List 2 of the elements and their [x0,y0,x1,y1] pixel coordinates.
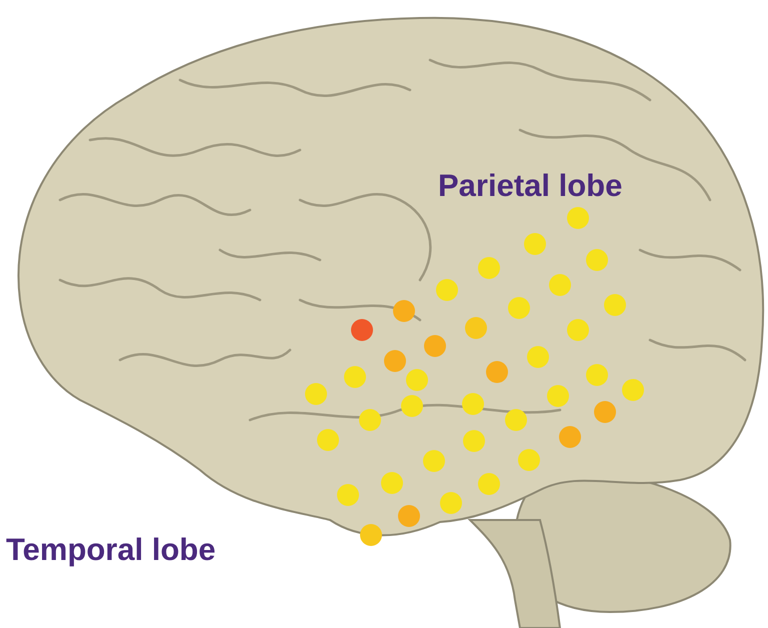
region-label: Temporal lobe [6,534,216,565]
region-label: Parietal lobe [438,170,622,201]
